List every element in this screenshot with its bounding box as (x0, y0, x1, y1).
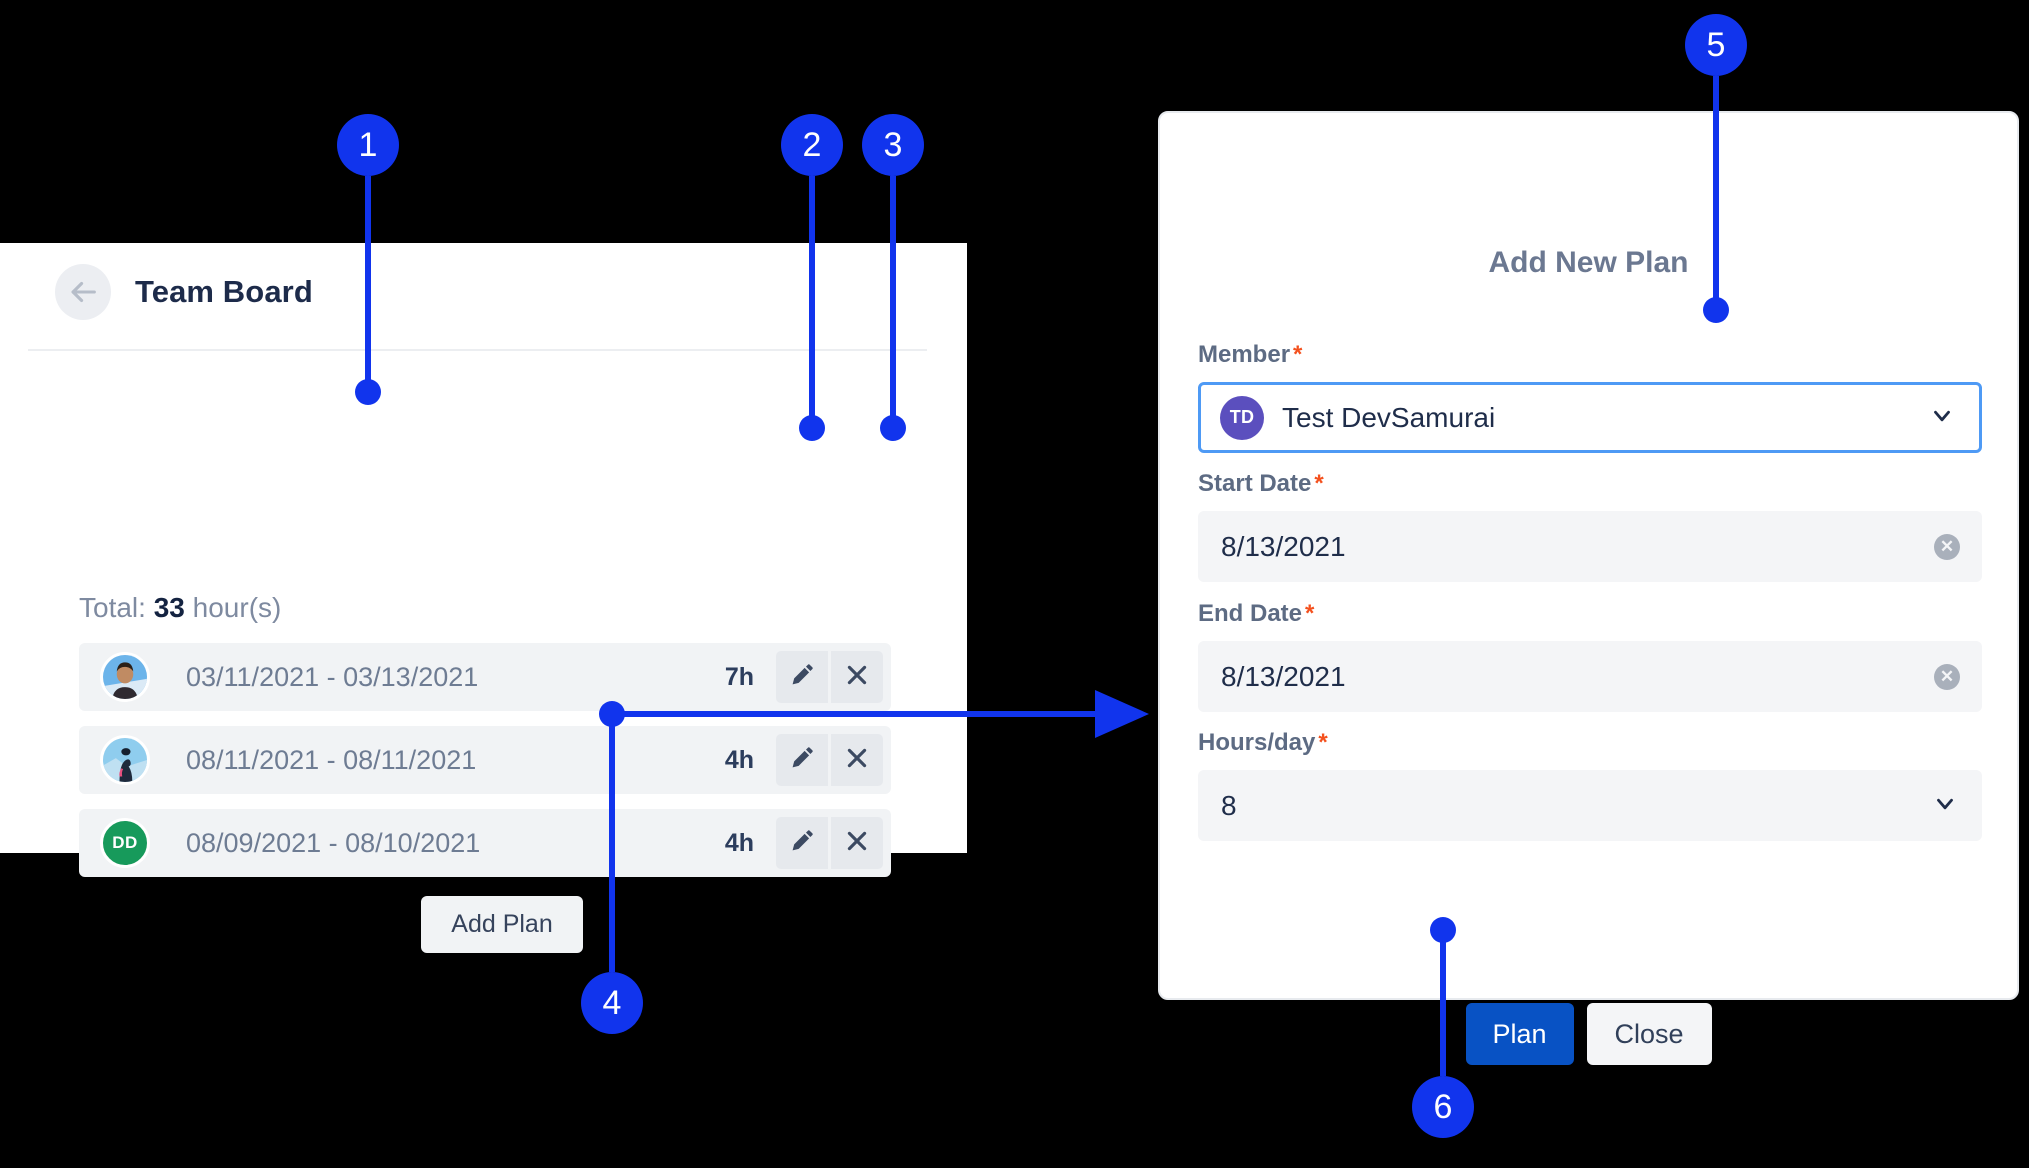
page-title: Team Board (135, 274, 313, 309)
dialog-actions: Plan Close (1160, 1003, 2017, 1065)
clear-circle-icon[interactable]: ✕ (1934, 663, 1960, 690)
end-date-value: 8/13/2021 (1221, 660, 1346, 692)
member-avatar: TD (1220, 395, 1264, 440)
chevron-down-icon (1932, 790, 1958, 821)
hours-per-day-label: Hours/day* (1198, 729, 1982, 757)
field-end-date: End Date* 8/13/2021 ✕ (1198, 600, 1982, 712)
callout-badge-6[interactable]: 6 (1412, 1076, 1474, 1138)
callout-badge-2[interactable]: 2 (781, 114, 843, 176)
required-marker: * (1293, 341, 1303, 368)
plan-hours: 7h (724, 662, 754, 691)
panel-header: Team Board (0, 243, 967, 341)
field-hours-per-day: Hours/day* 8 (1198, 729, 1982, 841)
row-actions (776, 817, 883, 869)
avatar: DD (100, 818, 150, 868)
start-date-label-text: Start Date (1198, 470, 1312, 497)
plan-row[interactable]: DD 08/09/2021 - 08/10/2021 4h (79, 809, 891, 877)
close-dialog-button[interactable]: Close (1586, 1003, 1712, 1065)
edit-plan-button[interactable] (776, 817, 828, 869)
edit-plan-button[interactable] (776, 651, 828, 703)
start-date-input[interactable]: 8/13/2021 ✕ (1198, 511, 1982, 582)
plan-hours: 4h (724, 828, 754, 857)
end-date-label: End Date* (1198, 600, 1982, 628)
plan-row[interactable]: 03/11/2021 - 03/13/2021 7h (79, 643, 891, 711)
member-label: Member* (1198, 341, 1982, 369)
pencil-icon (789, 827, 816, 859)
start-date-value: 8/13/2021 (1221, 530, 1346, 562)
close-x-icon (844, 828, 870, 859)
member-selected-value: Test DevSamurai (1282, 401, 1496, 433)
plan-date-range: 03/11/2021 - 03/13/2021 (186, 661, 479, 692)
plan-date-range: 08/09/2021 - 08/10/2021 (186, 827, 481, 858)
plan-list: 03/11/2021 - 03/13/2021 7h 08/11/2021 - 08… (79, 643, 891, 892)
field-start-date: Start Date* 8/13/2021 ✕ (1198, 470, 1982, 582)
member-select[interactable]: TD Test DevSamurai (1198, 382, 1982, 453)
delete-plan-button[interactable] (831, 817, 883, 869)
required-marker: * (1318, 729, 1328, 756)
edit-plan-button[interactable] (776, 734, 828, 786)
arrow-left-icon (66, 275, 100, 309)
required-marker: * (1314, 470, 1324, 497)
hours-per-day-select[interactable]: 8 (1198, 770, 1982, 841)
add-new-plan-dialog: Add New Plan Member* TD Test DevSamurai … (1158, 111, 2019, 1065)
end-date-label-text: End Date (1198, 600, 1303, 627)
avatar (100, 735, 150, 785)
pencil-icon (789, 744, 816, 776)
delete-plan-button[interactable] (831, 651, 883, 703)
hours-per-day-value: 8 (1221, 789, 1237, 821)
hours-per-day-label-text: Hours/day (1198, 729, 1316, 756)
plan-hours: 4h (724, 745, 754, 774)
header-divider (28, 349, 927, 351)
close-x-icon (844, 662, 870, 693)
field-member: Member* TD Test DevSamurai (1198, 341, 1982, 453)
clear-circle-icon[interactable]: ✕ (1934, 533, 1960, 560)
plan-submit-button[interactable]: Plan (1465, 1003, 1574, 1065)
callout-badge-1[interactable]: 1 (337, 114, 399, 176)
callout-badge-4[interactable]: 4 (581, 972, 643, 1034)
pencil-icon (789, 661, 816, 693)
team-board-panel: Team Board Total: 33 hour(s) 03/11/2021 … (0, 243, 967, 953)
add-plan-button[interactable]: Add Plan (421, 896, 583, 953)
callout-badge-5[interactable]: 5 (1685, 14, 1747, 76)
row-actions (776, 734, 883, 786)
close-x-icon (844, 745, 870, 776)
member-label-text: Member (1198, 341, 1291, 368)
dialog-title: Add New Plan (1488, 246, 1689, 279)
total-hours-summary: Total: 33 hour(s) (79, 592, 281, 624)
row-actions (776, 651, 883, 703)
required-marker: * (1305, 600, 1315, 627)
avatar (100, 652, 150, 702)
end-date-input[interactable]: 8/13/2021 ✕ (1198, 641, 1982, 712)
back-button[interactable] (55, 264, 111, 320)
total-label: Total: (79, 592, 146, 623)
delete-plan-button[interactable] (831, 734, 883, 786)
callout-badge-3[interactable]: 3 (862, 114, 924, 176)
total-value: 33 (153, 592, 185, 623)
plan-row[interactable]: 08/11/2021 - 08/11/2021 4h (79, 726, 891, 794)
total-unit: hour(s) (192, 592, 282, 623)
plan-date-range: 08/11/2021 - 08/11/2021 (186, 744, 477, 775)
chevron-down-icon (1929, 402, 1955, 433)
start-date-label: Start Date* (1198, 470, 1982, 498)
